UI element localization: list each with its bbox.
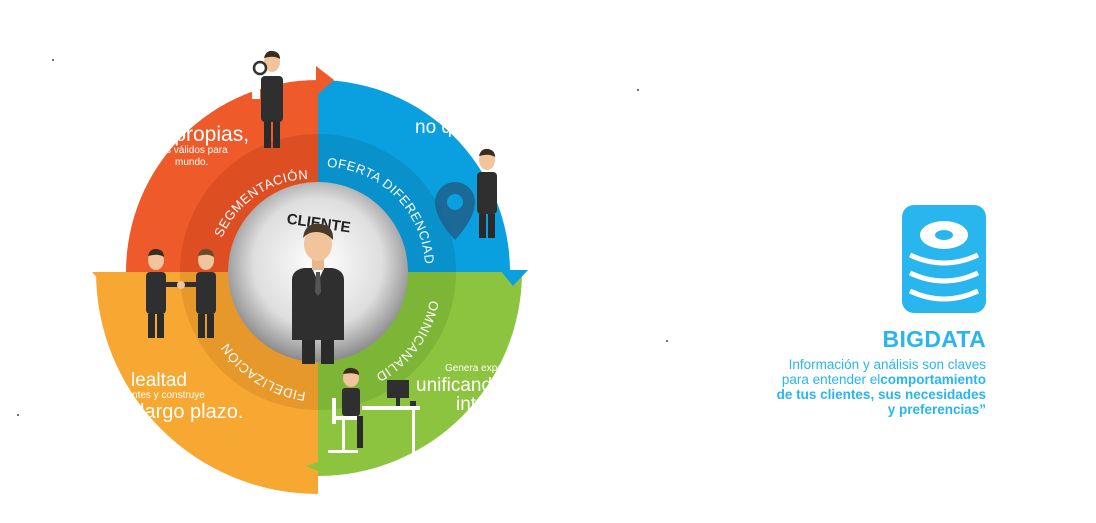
red-subtext-1: s válidos para <box>166 145 228 156</box>
bigdata-line-4: y preferencias” <box>887 402 986 417</box>
bigdata-line-1: Información y análisis son claves <box>788 357 986 372</box>
bigdata-line-2: para entender elcomportamiento <box>740 372 986 387</box>
bigdata-panel: BIGDATA Información y análisis son clave… <box>740 205 990 435</box>
orange-headline-1: lealtad <box>131 370 187 391</box>
bigdata-description: Información y análisis son claves para e… <box>740 357 986 417</box>
arrow-notch-orange <box>92 272 122 290</box>
orange-subtext-2: clientes y construye <box>117 390 205 401</box>
decorative-dot <box>666 340 668 342</box>
magnifier-icon <box>252 50 283 148</box>
orange-subtext-1: la <box>117 378 125 389</box>
decorative-dot <box>637 89 639 91</box>
businessman-icon <box>292 223 344 364</box>
bigdata-title: BIGDATA <box>882 326 986 352</box>
red-subtext-2: mundo. <box>175 157 208 168</box>
arrow-notch-green <box>306 458 330 476</box>
handshake-icon <box>146 248 216 338</box>
green-headline-1: unificand <box>416 375 492 396</box>
orange-headline-2: largo plazo. <box>140 401 243 423</box>
location-pin-icon <box>435 182 475 240</box>
blue-headline: no qu <box>415 117 463 138</box>
bigdata-line-2-bold: comportamiento <box>880 372 986 387</box>
businessman-icon <box>477 148 497 238</box>
database-icon <box>902 205 986 313</box>
decorative-dot <box>52 59 54 61</box>
arrow-notch-blue <box>500 270 528 286</box>
bigdata-line-2-light: para entender el <box>781 372 881 387</box>
green-headline-2: inte <box>456 394 487 415</box>
red-headline: s propias, <box>158 123 249 146</box>
computer-icon <box>328 367 420 458</box>
green-subtext: Genera expe <box>445 363 503 374</box>
decorative-dot <box>17 414 19 416</box>
arrow-notch-red <box>316 66 334 96</box>
bigdata-line-3: de tus clientes, sus necesidades <box>776 387 986 402</box>
